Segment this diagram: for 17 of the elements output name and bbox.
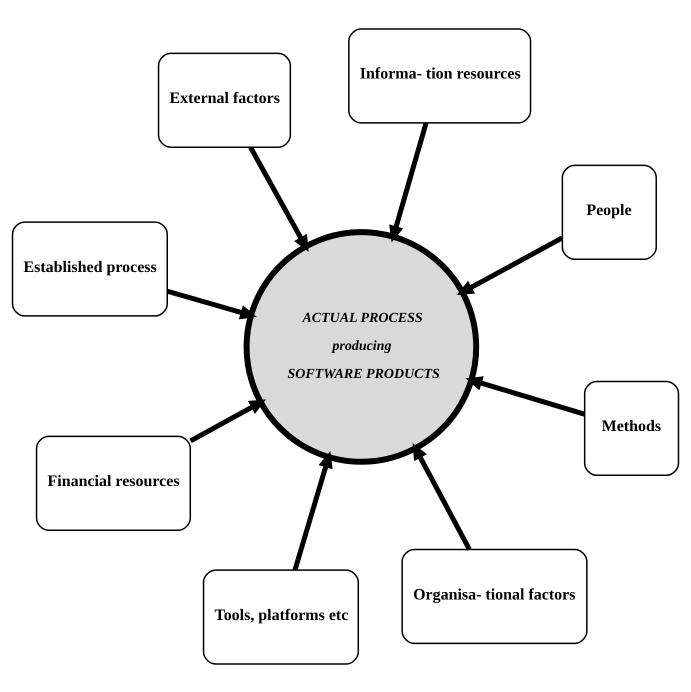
node-box: Established process — [12, 220, 168, 316]
arrow — [389, 122, 428, 242]
arrow — [466, 376, 586, 416]
node-box: People — [562, 164, 657, 260]
node-box: Tools, platforms etc — [202, 568, 360, 664]
node-box: External factors — [158, 52, 292, 148]
arrow — [412, 442, 472, 550]
arrow — [248, 146, 309, 252]
node-circle: ACTUAL PROCESS producing SOFTWARE PRODUCTS — [244, 228, 480, 464]
arrow — [456, 235, 564, 295]
arrow — [189, 398, 266, 443]
node-box: Organisa- tional factors — [401, 548, 588, 644]
node-box: Methods — [584, 380, 680, 476]
arrow — [166, 288, 257, 319]
node-box: Informa- tion resources — [348, 28, 532, 124]
node-box: Financial resources — [36, 435, 192, 530]
arrow — [292, 450, 333, 570]
